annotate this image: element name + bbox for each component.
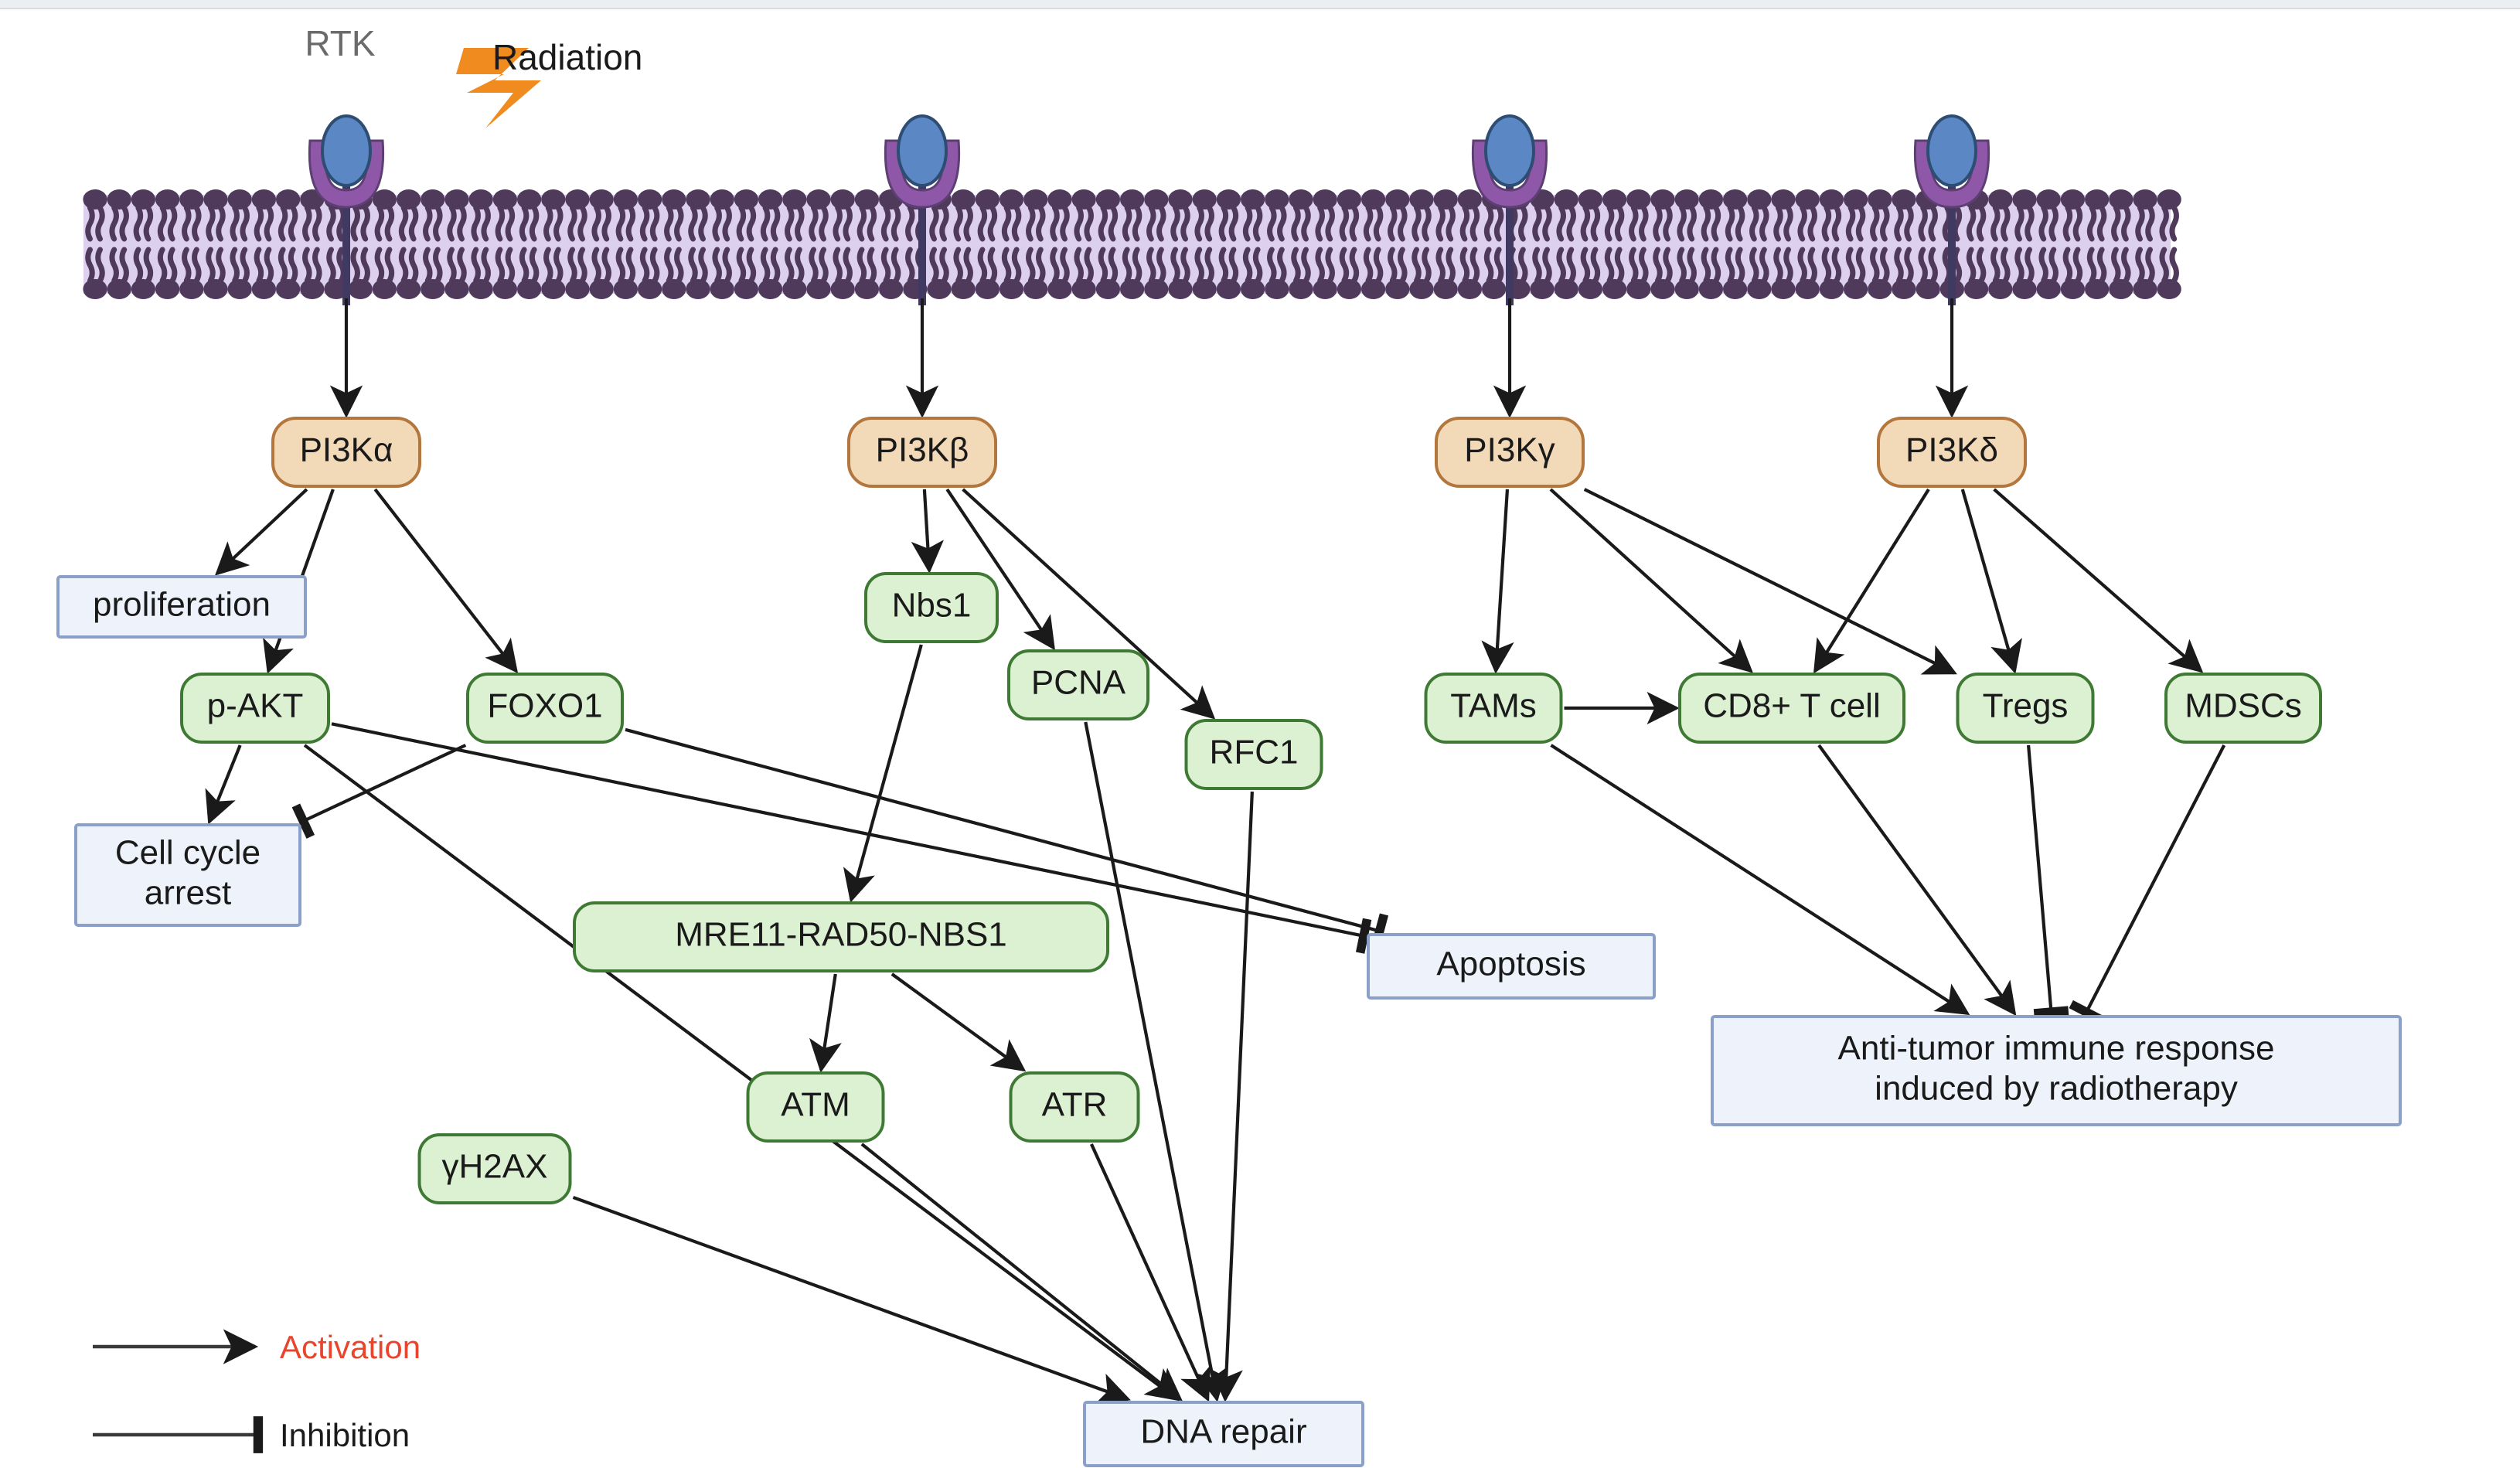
edge-pi3kb-to-pcna xyxy=(945,488,1055,651)
edge-pi3kd-to-cd8 xyxy=(1813,488,1930,674)
node-tregs[interactable]: Tregs xyxy=(1956,673,2095,744)
edge-nbs1-to-mrn xyxy=(843,644,923,903)
node-label-gh2ax: γH2AX xyxy=(442,1148,548,1186)
node-foxo1[interactable]: FOXO1 xyxy=(466,673,624,744)
node-label-mdscs: MDSCs xyxy=(2185,687,2302,725)
edge-pcna-to-dnarepair xyxy=(1084,721,1228,1402)
edge-mdscs-to-antitumor xyxy=(2069,744,2226,1024)
edge-atm-to-dnarepair xyxy=(860,1143,1183,1402)
node-pakt[interactable]: p-AKT xyxy=(180,673,330,744)
edge-pi3kd-to-mdscs xyxy=(1993,488,2204,673)
node-label-atr: ATR xyxy=(1042,1086,1108,1124)
node-nbs1[interactable]: Nbs1 xyxy=(864,572,999,643)
node-label-prolif: proliferation xyxy=(93,586,271,624)
rtk-receptors xyxy=(308,114,1990,305)
node-label-pi3kg: PI3Kγ xyxy=(1464,431,1555,469)
edge-foxo1-to-apoptosis xyxy=(625,727,1389,949)
edge-pakt-to-dnarepair xyxy=(303,744,1180,1402)
edge-pi3kb-to-rfc1 xyxy=(962,488,1216,720)
rtk-label: RTK xyxy=(305,23,375,63)
edge-rfc1-to-dnarepair xyxy=(1210,791,1254,1402)
rtk-receptor-2 xyxy=(884,114,961,305)
node-label-apoptosis: Apoptosis xyxy=(1436,945,1585,983)
edge-pakt-to-apoptosis xyxy=(331,722,1372,954)
edge-pi3kg-to-cd8 xyxy=(1549,488,1753,673)
edge-mrn-to-atr xyxy=(891,972,1027,1072)
node-pi3ka[interactable]: PI3Kα xyxy=(271,417,421,488)
legend: Activation Inhibition xyxy=(93,1329,421,1453)
node-label-tregs: Tregs xyxy=(1983,687,2069,725)
legend-activation-label: Activation xyxy=(280,1329,421,1365)
node-label-mrn: MRE11-RAD50-NBS1 xyxy=(675,916,1007,954)
node-label-rfc1: RFC1 xyxy=(1210,734,1299,771)
node-dnarepair[interactable]: DNA repair xyxy=(1083,1401,1364,1467)
node-label-atm: ATM xyxy=(781,1086,850,1124)
node-label-pakt: p-AKT xyxy=(207,687,304,725)
node-label-nbs1: Nbs1 xyxy=(892,587,972,625)
edge-pi3kg-to-tams xyxy=(1481,489,1514,674)
edge-pi3ka-to-prolif xyxy=(214,488,308,576)
node-mdscs[interactable]: MDSCs xyxy=(2164,673,2322,744)
node-atm[interactable]: ATM xyxy=(746,1071,885,1143)
node-label-dnarepair: DNA repair xyxy=(1140,1413,1306,1451)
node-label-ccarrest: arrest xyxy=(145,874,231,912)
edge-foxo1-to-ccarrest xyxy=(291,744,467,839)
node-label-tams: TAMs xyxy=(1450,687,1537,725)
node-label-ccarrest: Cell cycle xyxy=(115,834,261,872)
edge-pi3ka-to-foxo1 xyxy=(373,488,519,674)
rtk-receptor-4 xyxy=(1913,114,1990,305)
rtk-receptor-3 xyxy=(1471,114,1548,305)
node-label-antitumor: Anti-tumor immune response xyxy=(1838,1030,2275,1068)
node-pi3kd[interactable]: PI3Kδ xyxy=(1877,417,2027,488)
edge-pakt-to-ccarrest xyxy=(205,744,242,825)
radiation-icon xyxy=(456,48,541,128)
edge-pi3kb-to-nbs1 xyxy=(911,489,944,574)
node-apoptosis[interactable]: Apoptosis xyxy=(1367,933,1656,1000)
radiation-label: Radiation xyxy=(492,37,642,77)
node-gh2ax[interactable]: γH2AX xyxy=(417,1133,572,1204)
edge-pi3kd-to-tregs xyxy=(1960,489,2022,674)
node-label-pcna: PCNA xyxy=(1031,664,1126,702)
node-label-pi3kd: PI3Kδ xyxy=(1905,431,1998,469)
node-pi3kb[interactable]: PI3Kβ xyxy=(847,417,997,488)
node-label-foxo1: FOXO1 xyxy=(487,687,602,725)
edge-gh2ax-to-dnarepair xyxy=(572,1195,1131,1405)
node-pi3kg[interactable]: PI3Kγ xyxy=(1435,417,1585,488)
node-rfc1[interactable]: RFC1 xyxy=(1184,719,1323,790)
node-pcna[interactable]: PCNA xyxy=(1007,649,1149,720)
plasma-membrane xyxy=(83,189,2181,299)
node-mrn[interactable]: MRE11-RAD50-NBS1 xyxy=(573,901,1109,972)
edge-tregs-to-antitumor xyxy=(2027,744,2069,1018)
node-tams[interactable]: TAMs xyxy=(1424,673,1563,744)
rtk-receptor-1 xyxy=(308,114,385,305)
top-rule xyxy=(0,0,2520,9)
edge-cd8-to-antitumor xyxy=(1817,744,2017,1017)
edge-pi3kg-to-tregs xyxy=(1583,488,1957,675)
legend-inhibition-label: Inhibition xyxy=(280,1417,410,1453)
node-cd8[interactable]: CD8+ T cell xyxy=(1678,673,1905,744)
edge-layer xyxy=(205,298,2226,1405)
node-label-pi3ka: PI3Kα xyxy=(300,431,393,469)
edge-mrn-to-atm xyxy=(809,973,842,1073)
node-label-pi3kb: PI3Kβ xyxy=(876,431,969,469)
node-atr[interactable]: ATR xyxy=(1009,1071,1140,1143)
node-label-cd8: CD8+ T cell xyxy=(1703,687,1880,725)
edge-atr-to-dnarepair xyxy=(1089,1143,1211,1402)
node-label-antitumor: induced by radiotherapy xyxy=(1875,1070,2238,1108)
node-prolif[interactable]: proliferation xyxy=(56,575,307,639)
edge-tams-to-antitumor xyxy=(1550,744,1970,1016)
